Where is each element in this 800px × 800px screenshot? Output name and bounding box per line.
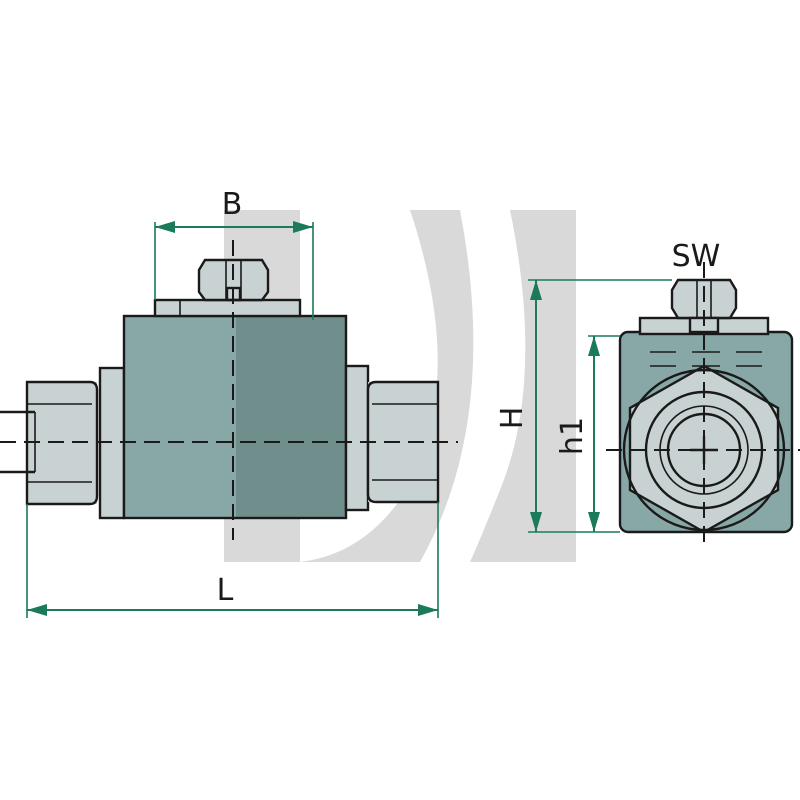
right-fitting (344, 364, 440, 512)
dimension-l-label: L (217, 573, 234, 608)
dimension-h1-label: h1 (555, 417, 590, 455)
dimension-b: B (154, 187, 314, 320)
dimension-l: L (26, 502, 439, 618)
dimension-h-label: H (495, 407, 530, 430)
dimension-h: H (495, 279, 672, 533)
valve-body (122, 298, 348, 520)
dimension-h1: h1 (555, 335, 620, 532)
dimension-sw-label: SW (672, 239, 721, 274)
dimension-b-label: B (222, 187, 243, 222)
side-view: SW H h1 (495, 239, 800, 545)
front-view: B L (0, 187, 458, 618)
